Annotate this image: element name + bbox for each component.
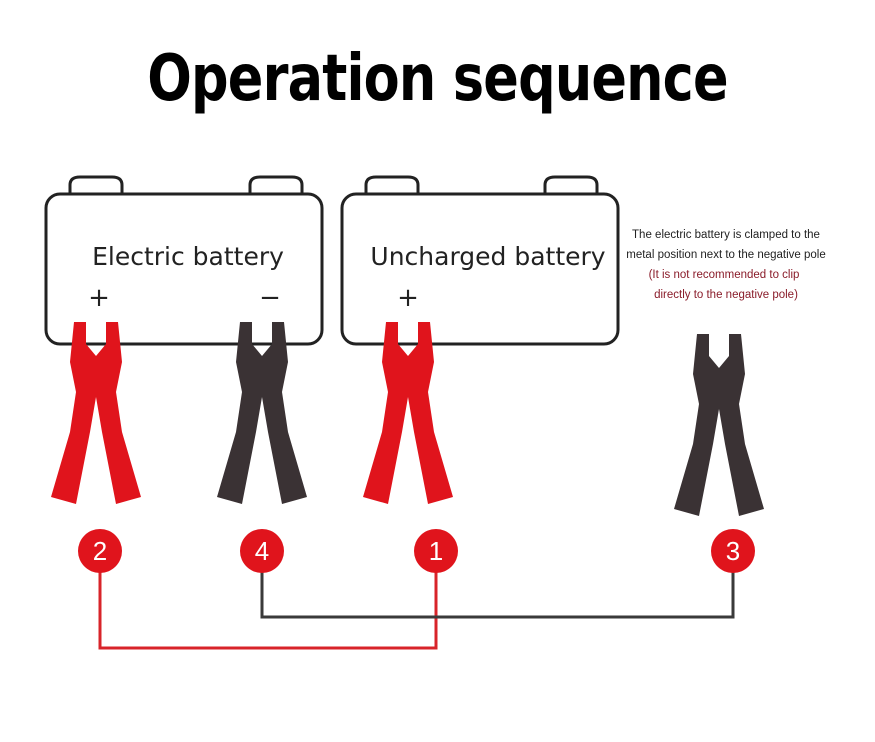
note-line: metal position next to the negative pole [626,249,825,261]
step-marker: 2 [78,529,122,573]
step-number: 1 [429,536,443,566]
note-warning-line: directly to the negative pole) [654,289,798,301]
step-marker: 3 [711,529,755,573]
step-number: 3 [726,536,740,566]
battery-terminal-positive [68,175,124,194]
battery-body [340,192,620,346]
clamp-note: The electric battery is clamped to the m… [626,229,825,301]
step-number: 4 [255,536,269,566]
note-line: The electric battery is clamped to the [632,229,820,241]
black-cable [260,560,735,619]
negative-pole-label: − [259,283,281,313]
step-number: 2 [93,536,107,566]
step-marker: 1 [414,529,458,573]
electric-battery-label: Electric battery [92,242,284,271]
note-warning-line: (It is not recommended to clip [649,269,800,281]
uncharged-battery-label: Uncharged battery [370,242,605,271]
red-clamp-icon [51,322,141,504]
page-title: Operation sequence [147,42,728,116]
battery-terminal-positive [364,175,420,194]
step-marker: 4 [240,529,284,573]
red-clamp-icon [363,322,453,504]
positive-pole-label: + [88,283,110,313]
black-clamp-icon [674,334,764,516]
uncharged-battery: Uncharged battery + [340,175,620,346]
red-cable [98,560,438,650]
battery-body [44,192,324,346]
black-clamp-icon [217,322,307,504]
positive-pole-label: + [397,283,419,313]
battery-terminal-negative [543,175,599,194]
battery-terminal-negative [248,175,304,194]
electric-battery: Electric battery + − [44,175,324,346]
